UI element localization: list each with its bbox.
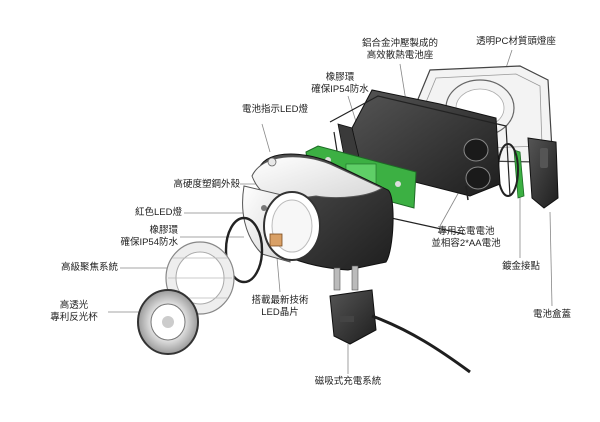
label-reflector: 高透光專利反光杯	[50, 300, 98, 323]
battery-cover	[527, 137, 559, 209]
leader-lines	[108, 49, 553, 374]
label-contact: 鍍金接點	[501, 261, 540, 272]
label-battery: 專用充電電池並相容2*AA電池	[431, 226, 501, 249]
label-red-led: 紅色LED燈	[135, 207, 182, 218]
label-focus: 高級聚焦系統	[60, 262, 118, 273]
label-pc-base: 透明PC材質頭燈座	[476, 36, 556, 47]
front-gasket	[224, 216, 264, 284]
label-alloy: 鋁合金沖壓製成的高效散熱電池座	[361, 38, 438, 61]
label-cover: 電池盒蓋	[532, 309, 571, 320]
label-shell: 高硬度塑鋼外殼	[173, 179, 240, 190]
magnetic-charger	[329, 265, 471, 374]
reflector-lens	[137, 289, 199, 355]
label-gasket-front: 橡膠環確保IP54防水	[120, 225, 178, 248]
label-indicator: 電池指示LED燈	[242, 104, 308, 115]
label-gasket-back: 橡膠環確保IP54防水	[311, 72, 369, 95]
label-magnetic: 磁吸式充電系統	[314, 376, 382, 387]
led-chip	[269, 233, 283, 247]
